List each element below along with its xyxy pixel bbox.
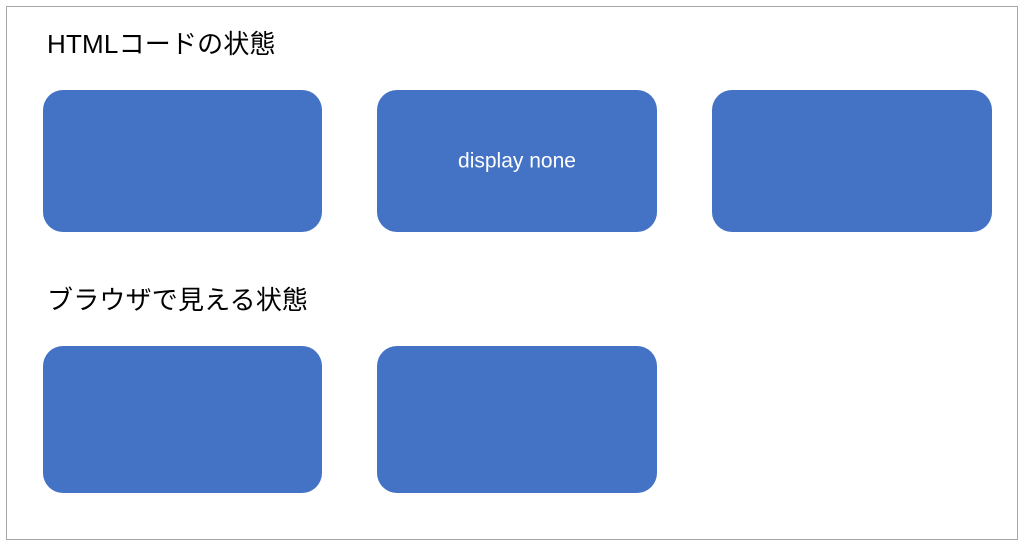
heading-browser-rendered-state: ブラウザで見える状態 [47, 285, 309, 315]
browser-view-box-2 [377, 346, 657, 493]
browser-view-box-1 [43, 346, 322, 493]
heading-html-code-state: HTMLコードの状態 [47, 29, 276, 59]
html-code-box-3 [712, 90, 992, 232]
slide-border-frame: HTMLコードの状態 display none ブラウザで見える状態 [6, 6, 1018, 540]
html-code-box-2-display-none: display none [377, 90, 657, 232]
html-code-box-1 [43, 90, 322, 232]
html-code-box-2-label: display none [458, 149, 576, 173]
